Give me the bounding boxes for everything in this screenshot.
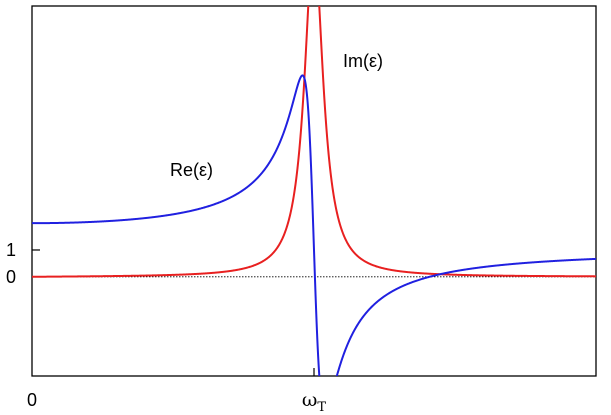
x-tick-label: ωT <box>302 389 327 415</box>
series-im-line <box>32 6 596 278</box>
series-re-line <box>32 74 596 376</box>
series-labels: Re(ε) Im(ε) <box>170 51 383 180</box>
x-tick-label: 0 <box>27 390 37 410</box>
y-tick-label: 1 <box>6 240 16 260</box>
y-tick-label: 0 <box>6 267 16 287</box>
series-label-re: Re(ε) <box>170 160 213 180</box>
axis-ticks: 0 1 0 ωT <box>6 240 326 415</box>
plot-frame <box>31 5 597 377</box>
series-lines <box>32 6 596 376</box>
series-label-im: Im(ε) <box>343 51 383 71</box>
